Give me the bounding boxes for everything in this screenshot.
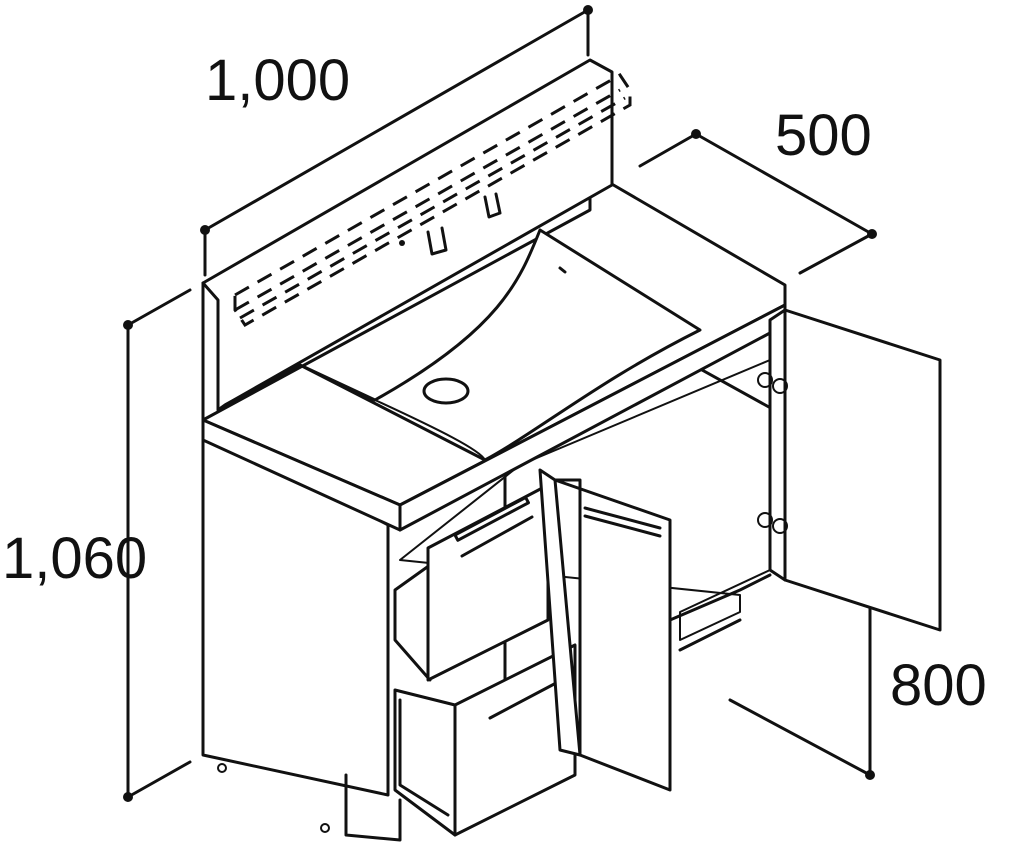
total-height-label: 1,060: [2, 526, 147, 591]
upper-drawer: [393, 483, 550, 682]
width-label: 1,000: [205, 48, 350, 113]
depth-dimension-line: [638, 129, 877, 275]
upper-drawer-handle: [460, 515, 534, 558]
width-dimension-line: [200, 5, 593, 277]
countertop: [201, 58, 787, 532]
total-height-dimension-line: [123, 288, 192, 802]
light-bar-outline: [233, 73, 632, 327]
left-door: [538, 468, 672, 792]
lower-drawer: [393, 643, 577, 837]
depth-label: 500: [775, 103, 872, 168]
counter-height-label: 800: [890, 653, 987, 718]
right-door: [757, 308, 942, 632]
